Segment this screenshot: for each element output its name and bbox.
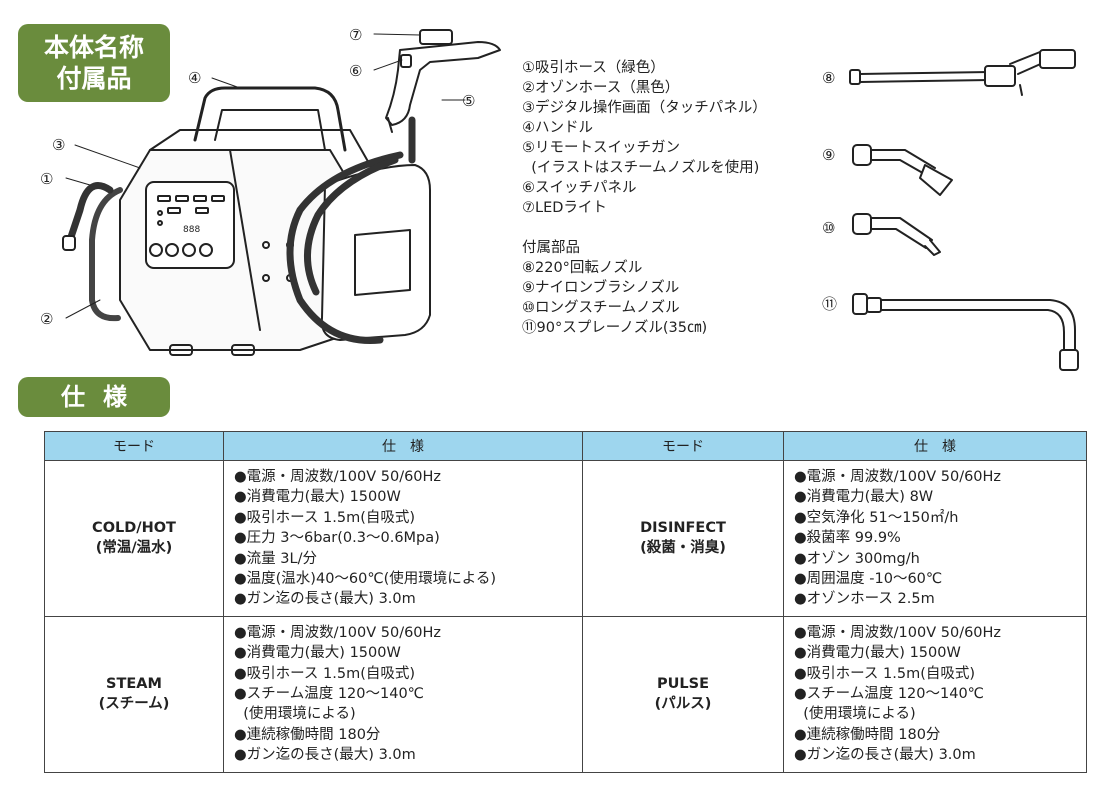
panel-display-digits: 888 bbox=[183, 225, 200, 235]
spec-cell: ●電源・周波数/100V 50/60Hz ●消費電力(最大) 8W ●空気浄化 … bbox=[783, 460, 1087, 617]
parts-item: ①吸引ホース（緑色） bbox=[522, 60, 665, 76]
header-spec-right: 仕 様 bbox=[783, 431, 1087, 461]
callout-2: ② bbox=[40, 310, 53, 328]
accessory-220-rotating-nozzle bbox=[849, 49, 1076, 96]
spec-line: ●空気浄化 51〜150㎡/h bbox=[794, 509, 959, 526]
header-mode-right: モード bbox=[582, 431, 784, 461]
section-badge-parts: 本体名称 付属品 bbox=[18, 24, 170, 102]
callout-8: ⑧ bbox=[822, 69, 835, 87]
spec-line: ●吸引ホース 1.5m(自吸式) bbox=[794, 665, 976, 682]
mode-cell: PULSE (パルス) bbox=[582, 615, 784, 773]
parts-item: ④ハンドル bbox=[522, 120, 593, 136]
badge-line-2: 付属品 bbox=[56, 64, 132, 93]
remote-switch-gun bbox=[385, 29, 501, 133]
spec-line: ●ガン迄の長さ(最大) 3.0m bbox=[234, 591, 416, 608]
mode-name: PULSE bbox=[657, 676, 709, 693]
spec-line: ●消費電力(最大) 1500W bbox=[234, 645, 401, 662]
parts-item: ②オゾンホース（黒色） bbox=[522, 80, 680, 96]
mode-subname: (常温/温水) bbox=[95, 540, 173, 557]
mode-subname: (スチーム) bbox=[98, 696, 170, 713]
parts-item: ⑥スイッチパネル bbox=[522, 180, 637, 196]
accessory-nylon-brush-nozzle bbox=[852, 144, 953, 196]
spec-line: ●温度(温水)40〜60℃(使用環境による) bbox=[234, 571, 497, 588]
spec-table: モード 仕 様 モード 仕 様 COLD/HOT (常温/温水) ●電源・周波数… bbox=[44, 431, 1087, 773]
spec-line: ●スチーム温度 120〜140℃ bbox=[794, 686, 984, 703]
spec-line: ●圧力 3〜6bar(0.3〜0.6Mpa) bbox=[234, 530, 440, 547]
mode-cell: COLD/HOT (常温/温水) bbox=[44, 460, 224, 617]
spec-line: ●オゾンホース 2.5m bbox=[794, 591, 935, 608]
badge-line-1: 本体名称 bbox=[43, 33, 144, 62]
parts-item: ⑤リモートスイッチガン bbox=[522, 140, 680, 156]
callout-5: ⑤ bbox=[462, 92, 475, 110]
spec-line: ●吸引ホース 1.5m(自吸式) bbox=[234, 509, 416, 526]
callout-1: ① bbox=[40, 170, 53, 188]
product-illustration: 888 ③ ① ② ④ ⑦ ⑥ ⑤ ⑧ ⑨ ⑩ ⑪ bbox=[40, 26, 1079, 371]
accessory-item: ⑪90°スプレーノズル(35㎝) bbox=[522, 320, 708, 336]
spec-line: ●オゾン 300mg/h bbox=[794, 550, 920, 567]
spec-line: ●電源・周波数/100V 50/60Hz bbox=[794, 624, 1002, 641]
mode-subname: (パルス) bbox=[654, 696, 712, 713]
callout-4: ④ bbox=[188, 69, 201, 87]
accessory-90-spray-nozzle bbox=[852, 293, 1079, 371]
header-mode-left: モード bbox=[44, 431, 224, 461]
section-badge-spec: 仕様 bbox=[18, 377, 170, 417]
callout-6: ⑥ bbox=[349, 62, 362, 80]
header-spec-left: 仕 様 bbox=[223, 431, 583, 461]
spec-line: ●流量 3L/分 bbox=[234, 550, 317, 567]
accessories-title: 付属部品 bbox=[522, 240, 580, 256]
spec-line: (使用環境による) bbox=[794, 706, 916, 723]
spec-line: (使用環境による) bbox=[234, 706, 356, 723]
table-header-row: モード 仕 様 モード 仕 様 bbox=[44, 431, 1087, 461]
parts-item: ③デジタル操作画面（タッチパネル） bbox=[522, 100, 767, 116]
spec-line: ●吸引ホース 1.5m(自吸式) bbox=[234, 665, 416, 682]
parts-item: (イラストはスチームノズルを使用) bbox=[522, 160, 760, 176]
accessory-long-steam-nozzle bbox=[852, 213, 941, 256]
parts-item: ⑦LEDライト bbox=[522, 200, 607, 216]
table-row: COLD/HOT (常温/温水) ●電源・周波数/100V 50/60Hz ●消… bbox=[44, 460, 1087, 617]
callout-7: ⑦ bbox=[349, 26, 362, 44]
spec-line: ●殺菌率 99.9% bbox=[794, 530, 901, 547]
accessory-item: ⑧220°回転ノズル bbox=[522, 260, 643, 276]
accessory-item: ⑨ナイロンブラシノズル bbox=[522, 280, 680, 296]
callout-9: ⑨ bbox=[822, 146, 835, 164]
mode-cell: STEAM (スチーム) bbox=[44, 615, 224, 773]
table-row: STEAM (スチーム) ●電源・周波数/100V 50/60Hz ●消費電力(… bbox=[44, 615, 1087, 773]
callout-11: ⑪ bbox=[822, 295, 837, 313]
mode-subname: (殺菌・消臭) bbox=[640, 540, 726, 557]
mode-name: DISINFECT bbox=[640, 520, 726, 537]
spec-line: ●電源・周波数/100V 50/60Hz bbox=[794, 469, 1002, 485]
parts-legend: ①吸引ホース（緑色） ②オゾンホース（黒色） ③デジタル操作画面（タッチパネル）… bbox=[522, 58, 767, 338]
spec-line: ●周囲温度 -10〜60℃ bbox=[794, 571, 943, 588]
spec-line: ●連続稼働時間 180分 bbox=[794, 726, 941, 743]
mode-cell: DISINFECT (殺菌・消臭) bbox=[582, 460, 784, 617]
spec-line: ●消費電力(最大) 8W bbox=[794, 489, 934, 506]
spec-line: ●ガン迄の長さ(最大) 3.0m bbox=[234, 747, 416, 764]
spec-line: ●消費電力(最大) 1500W bbox=[794, 645, 961, 662]
callout-3: ③ bbox=[52, 136, 65, 154]
spec-line: ●ガン迄の長さ(最大) 3.0m bbox=[794, 747, 976, 764]
spec-line: ●電源・周波数/100V 50/60Hz bbox=[234, 624, 442, 641]
spec-cell: ●電源・周波数/100V 50/60Hz ●消費電力(最大) 1500W ●吸引… bbox=[223, 460, 583, 617]
spec-line: ●電源・周波数/100V 50/60Hz bbox=[234, 469, 442, 485]
mode-name: COLD/HOT bbox=[92, 520, 176, 537]
control-panel bbox=[145, 181, 235, 269]
spec-line: ●連続稼働時間 180分 bbox=[234, 726, 381, 743]
mode-name: STEAM bbox=[106, 676, 162, 693]
spec-cell: ●電源・周波数/100V 50/60Hz ●消費電力(最大) 1500W ●吸引… bbox=[783, 615, 1087, 773]
spec-line: ●消費電力(最大) 1500W bbox=[234, 489, 401, 506]
spec-cell: ●電源・周波数/100V 50/60Hz ●消費電力(最大) 1500W ●吸引… bbox=[223, 615, 583, 773]
leader-lines bbox=[65, 33, 466, 319]
suction-hose bbox=[62, 182, 123, 322]
coiled-hose bbox=[286, 116, 416, 344]
accessory-item: ⑩ロングスチームノズル bbox=[522, 300, 680, 316]
callout-10: ⑩ bbox=[822, 219, 835, 237]
spec-line: ●スチーム温度 120〜140℃ bbox=[234, 686, 424, 703]
